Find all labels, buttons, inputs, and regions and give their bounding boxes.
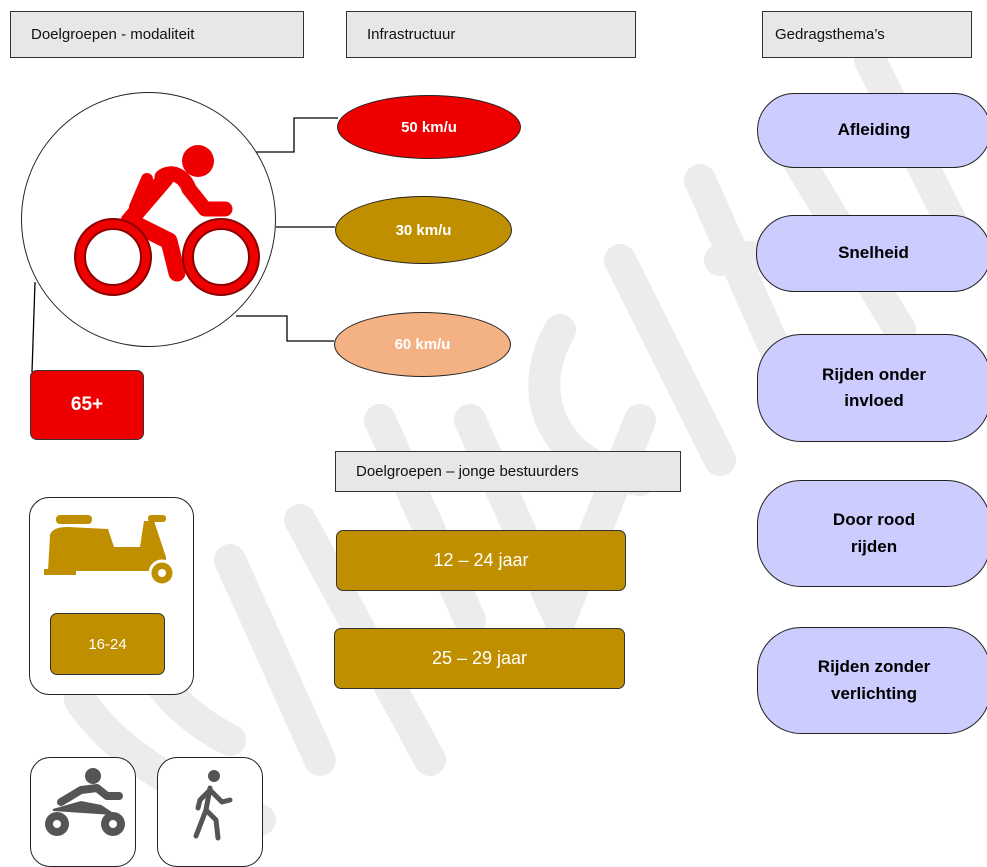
theme-label-line1: Door rood xyxy=(832,510,916,530)
speed-oval-50: 50 km/u xyxy=(337,95,521,159)
pedestrian-icon xyxy=(193,770,233,841)
header-label: Doelgroepen - modaliteit xyxy=(31,26,195,43)
speed-label: 30 km/u xyxy=(395,221,452,239)
age-group-label: 25 – 29 jaar xyxy=(431,648,528,668)
age-group-25-29: 25 – 29 jaar xyxy=(334,628,625,689)
theme-label: Snelheid xyxy=(838,243,909,263)
theme-label-line1: Rijden onder xyxy=(822,364,926,384)
theme-door-rood-rijden: Door rood rijden xyxy=(757,480,987,587)
connector-60 xyxy=(236,315,334,342)
header-label: Gedragsthema’s xyxy=(775,26,885,43)
moped-icon xyxy=(44,515,176,587)
theme-label-line2: invloed xyxy=(844,391,904,410)
connector-50 xyxy=(255,117,338,153)
header-label: Infrastructuur xyxy=(367,26,456,43)
theme-afleiding: Afleiding xyxy=(757,93,987,168)
age-badge-65plus: 65+ xyxy=(30,370,144,440)
cyclist-circle xyxy=(21,92,276,347)
header-label: Doelgroepen – jonge bestuurders xyxy=(356,463,579,480)
speed-oval-30: 30 km/u xyxy=(335,196,512,264)
pedestrian-box xyxy=(157,757,263,867)
motorcycle-icon xyxy=(45,768,125,836)
theme-rijden-onder-invloed: Rijden onder invloed xyxy=(757,334,987,442)
theme-snelheid: Snelheid xyxy=(756,215,987,292)
header-infrastructuur: Infrastructuur xyxy=(346,11,636,58)
connector-65 xyxy=(31,281,36,373)
theme-rijden-zonder-verlichting: Rijden zonder verlichting xyxy=(757,627,987,734)
age-badge-16-24: 16-24 xyxy=(50,613,165,675)
age-group-12-24: 12 – 24 jaar xyxy=(336,530,626,591)
age-badge-label: 65+ xyxy=(70,394,104,415)
cyclist-icon xyxy=(74,145,260,296)
speed-oval-60: 60 km/u xyxy=(334,312,511,377)
header-gedragsthemas: Gedragsthema’s xyxy=(762,11,972,58)
speed-label: 60 km/u xyxy=(394,336,451,353)
moped-box: 16-24 xyxy=(29,497,194,695)
motorcycle-box xyxy=(30,757,136,867)
speed-label: 50 km/u xyxy=(401,118,457,136)
theme-label-line2: verlichting xyxy=(831,683,917,703)
theme-label: Afleiding xyxy=(837,120,911,140)
age-group-label: 12 – 24 jaar xyxy=(433,550,529,570)
age-badge-label: 16-24 xyxy=(88,635,127,653)
header-doelgroepen-modaliteit: Doelgroepen - modaliteit xyxy=(10,11,304,58)
theme-label-line2: rijden xyxy=(850,536,898,556)
header-jonge-bestuurders: Doelgroepen – jonge bestuurders xyxy=(335,451,681,492)
theme-label-line1: Rijden zonder xyxy=(817,657,931,677)
